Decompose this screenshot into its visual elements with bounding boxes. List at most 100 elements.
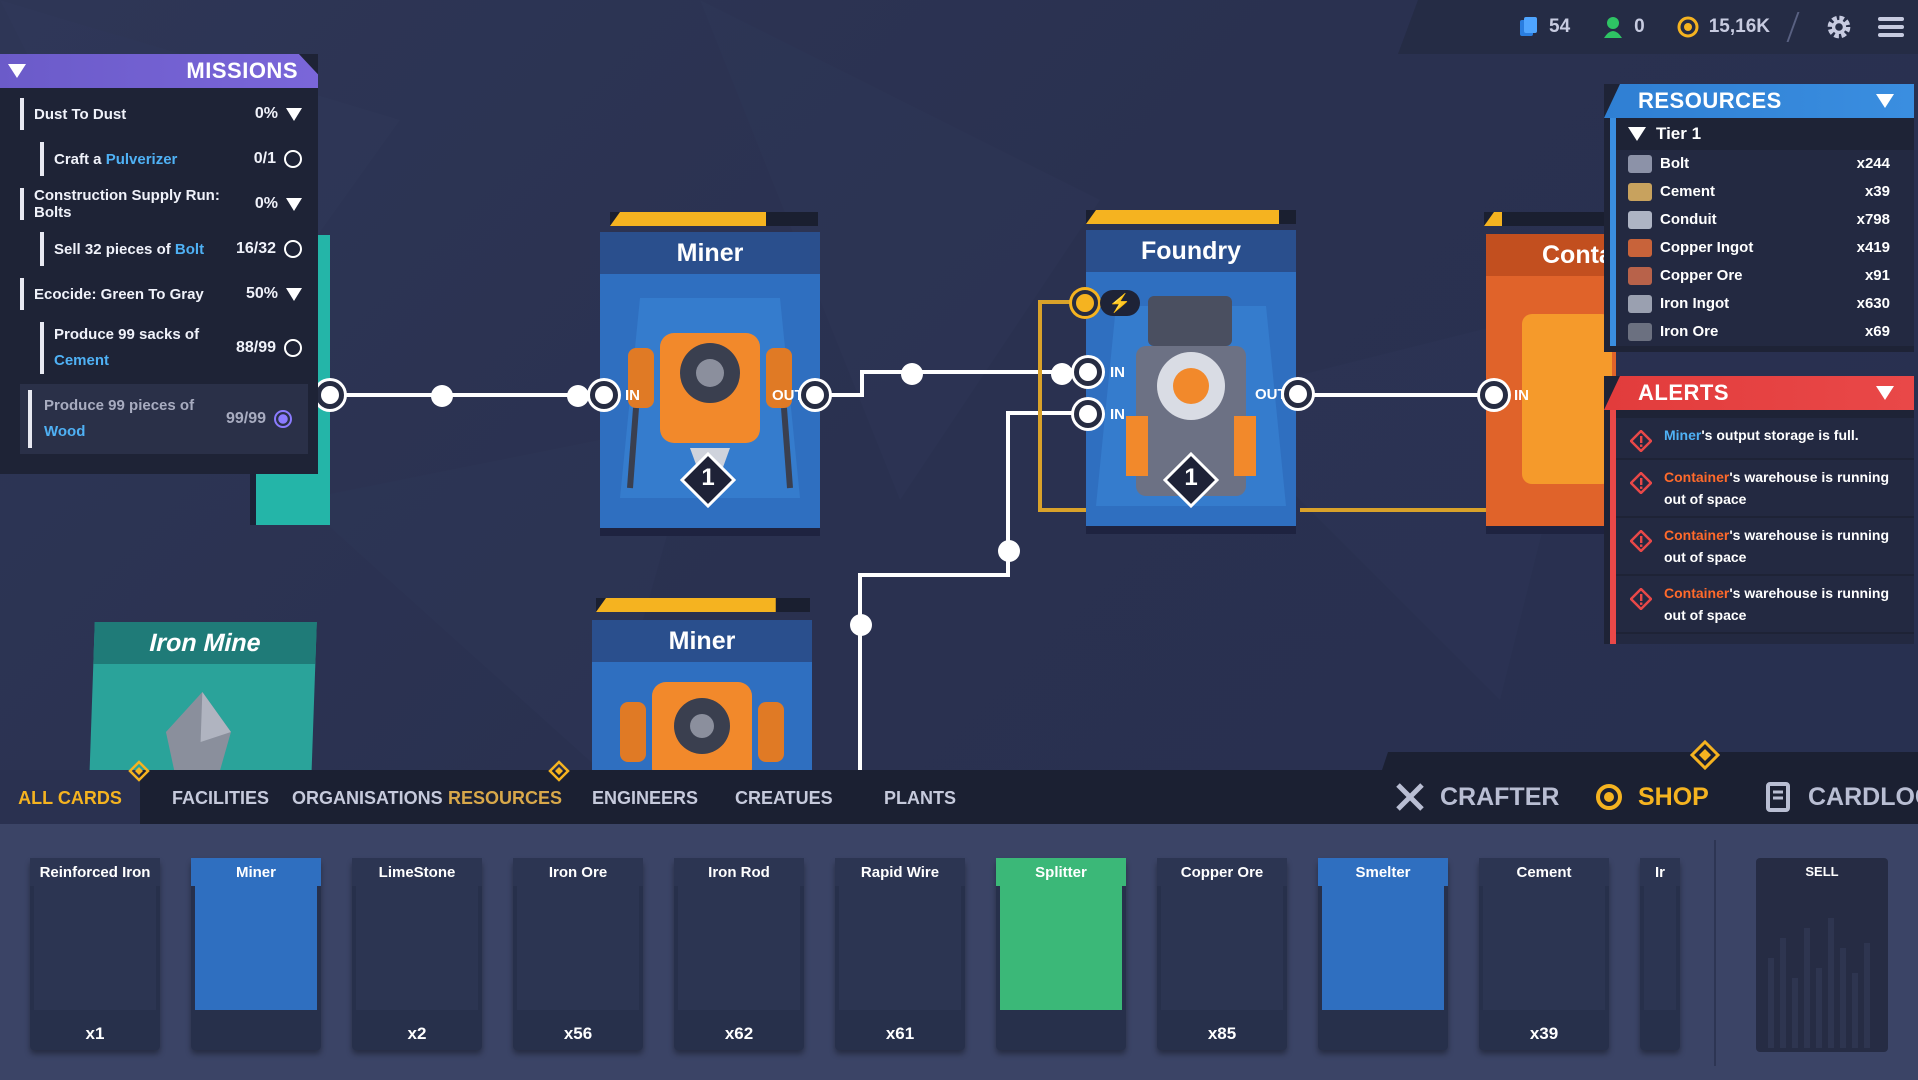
conveyor-node[interactable]	[1051, 363, 1073, 385]
conveyor-node[interactable]	[431, 385, 453, 407]
miner-card[interactable]: Miner 1	[600, 232, 820, 528]
tier-header[interactable]: Tier 1	[1616, 118, 1914, 150]
worker-icon	[1604, 17, 1623, 38]
tab-all-cards[interactable]: ALL CARDS	[0, 770, 140, 824]
card-title: Copper Ore	[1157, 858, 1287, 886]
factory-board[interactable]: Miner 1 IN OUT Foundry	[0, 0, 1918, 770]
output-port[interactable]	[316, 381, 344, 409]
settings-button[interactable]	[1826, 14, 1852, 40]
miner-in-label: IN	[625, 387, 640, 404]
expand-icon[interactable]	[286, 197, 302, 211]
tab-engineers[interactable]: ENGINEERS	[592, 788, 699, 808]
mission-item[interactable]: Construction Supply Run: Bolts 0%	[0, 182, 318, 226]
foundry-in-label-1: IN	[1110, 364, 1125, 381]
cardlog-button[interactable]: CARDLOG	[1766, 770, 1918, 824]
conveyor-node[interactable]	[850, 614, 872, 636]
level-badge	[680, 452, 736, 508]
new-badge-icon	[128, 760, 150, 782]
mission-bar	[40, 142, 44, 176]
alert-item[interactable]: Container's warehouse is running out of …	[1616, 460, 1914, 516]
miner-in-port[interactable]	[590, 381, 618, 409]
alert-item[interactable]: Constructor's output storage is full.	[1616, 634, 1914, 644]
tab-organisations[interactable]: ORGANISATIONS	[292, 788, 443, 808]
hand-card[interactable]: Iron Ore x56	[513, 858, 643, 1050]
collapse-icon[interactable]	[1876, 386, 1894, 400]
hand-card[interactable]: Reinforced Iron Platex1	[30, 858, 160, 1050]
resources-header[interactable]: RESOURCES	[1604, 84, 1914, 118]
container-in-port[interactable]	[1480, 381, 1508, 409]
mission-item[interactable]: Ecocide: Green To Gray 50%	[0, 272, 318, 316]
container-progress-bar	[1484, 212, 1614, 226]
crafter-label: CRAFTER	[1440, 782, 1560, 811]
expand-icon[interactable]	[286, 287, 302, 301]
menu-button[interactable]	[1878, 16, 1904, 38]
foundry-in-port-2[interactable]	[1074, 400, 1102, 428]
mission-bar	[20, 188, 24, 220]
mission-subitem[interactable]: Sell 32 pieces of Bolt 16/32	[10, 226, 318, 272]
card-stack-icon	[1520, 17, 1537, 36]
expand-icon[interactable]	[286, 107, 302, 121]
card-title: Iron Ore	[513, 858, 643, 886]
shop-button[interactable]: SHOP	[1594, 770, 1709, 824]
mission-subitem[interactable]: Craft a Pulverizer 0/1	[10, 136, 318, 182]
hand-card[interactable]: Ir	[1640, 858, 1680, 1050]
foundry-out-port[interactable]	[1284, 380, 1312, 408]
cardlog-icon	[1766, 782, 1790, 812]
coin-icon	[1677, 16, 1699, 38]
conveyor-node[interactable]	[998, 540, 1020, 562]
miner-card-2[interactable]: Miner	[592, 620, 812, 770]
mission-item[interactable]: Dust To Dust 0%	[0, 92, 318, 136]
iron-mine-title: Iron Mine	[93, 622, 317, 664]
conveyor-node[interactable]	[901, 363, 923, 385]
hamburger-menu-icon[interactable]	[1878, 16, 1904, 38]
tab-facilities[interactable]: FACILITIES	[172, 788, 270, 808]
collapse-icon[interactable]	[1876, 94, 1894, 108]
miner2-progress-bar	[596, 598, 810, 612]
crafter-tools-icon	[1396, 783, 1424, 811]
sell-drop-zone[interactable]: SELL	[1756, 858, 1888, 1052]
hand-card[interactable]: Splitter	[996, 858, 1126, 1050]
hand-card[interactable]: Smelter	[1318, 858, 1448, 1050]
foundry-card[interactable]: Foundry 1	[1086, 230, 1296, 526]
foundry-in-port-1[interactable]	[1074, 358, 1102, 386]
missions-header[interactable]: MISSIONS	[0, 54, 318, 88]
mission-text: Craft a Pulverizer	[54, 150, 178, 168]
hand-card[interactable]: Miner	[191, 858, 321, 1050]
card-count: x56	[563, 1024, 593, 1043]
shop-label: SHOP	[1638, 782, 1709, 811]
power-port[interactable]	[1072, 290, 1098, 316]
collapse-icon[interactable]	[8, 64, 26, 78]
alert-item[interactable]: Container's warehouse is running out of …	[1616, 576, 1914, 632]
miner-out-port[interactable]	[801, 381, 829, 409]
power-icon: ⚡	[1100, 290, 1140, 316]
tab-plants[interactable]: PLANTS	[884, 788, 956, 808]
crafter-button[interactable]: CRAFTER	[1394, 770, 1559, 824]
container-card[interactable]: Contai	[1486, 234, 1620, 526]
mission-progress: 0%	[254, 105, 278, 122]
gear-icon[interactable]	[1826, 14, 1852, 40]
shop-coin-icon	[1596, 784, 1622, 810]
iron-mine-card[interactable]: Iron Mine	[89, 622, 317, 770]
mission-text: Dust To Dust	[34, 105, 127, 123]
conveyor-node[interactable]	[567, 385, 589, 407]
tab-resources[interactable]: RESOURCES	[448, 788, 563, 808]
alerts-header[interactable]: ALERTS	[1604, 376, 1914, 410]
expand-icon[interactable]	[1628, 127, 1646, 141]
alert-item[interactable]: Miner's output storage is full.	[1616, 418, 1914, 458]
tab-creatues[interactable]: CREATUES	[735, 788, 833, 808]
alert-item[interactable]: Container's warehouse is running out of …	[1616, 518, 1914, 574]
